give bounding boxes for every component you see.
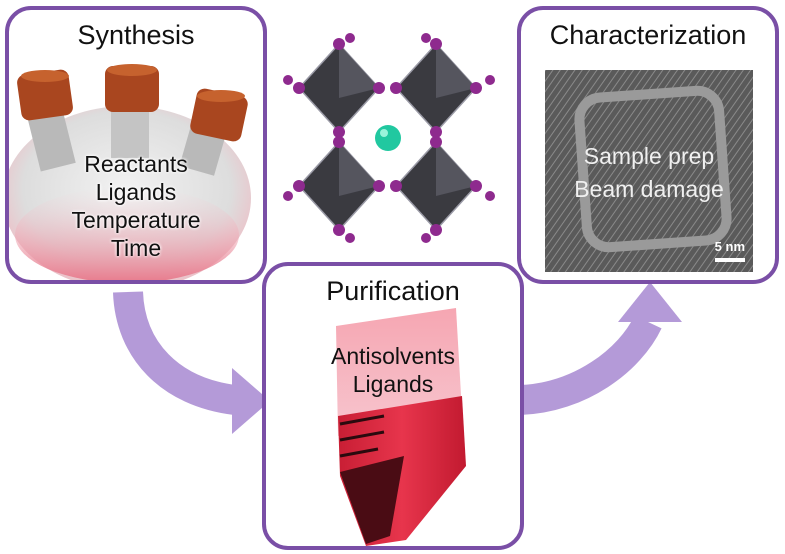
synthesis-title: Synthesis bbox=[77, 20, 195, 50]
tem-notes: Sample prep Beam damage bbox=[545, 140, 753, 206]
centrifuge-tube-image bbox=[336, 308, 466, 546]
note-time: Time bbox=[110, 235, 162, 261]
synthesis-panel: Synthesis Reactants Ligands Temperature … bbox=[5, 6, 267, 284]
note-ligands: Ligands bbox=[95, 179, 177, 205]
three-neck-flask-image bbox=[9, 64, 251, 280]
arrow-synthesis-to-purification bbox=[113, 290, 238, 415]
tem-micrograph-image: Sample prep Beam damage 5 nm bbox=[545, 70, 753, 272]
characterization-title: Characterization bbox=[549, 20, 747, 50]
arrow-synthesis-to-purification-head bbox=[232, 368, 270, 434]
scale-bar bbox=[715, 258, 745, 262]
note-sample-prep: Sample prep bbox=[583, 143, 715, 169]
arrow-purification-to-characterization bbox=[518, 314, 662, 415]
synthesis-notes: Reactants Ligands Temperature Time bbox=[9, 150, 263, 262]
purification-notes: Antisolvents Ligands bbox=[266, 342, 520, 398]
scale-bar-label: 5 nm bbox=[714, 239, 745, 254]
arrow-purification-to-characterization-head bbox=[618, 282, 682, 322]
note-temperature: Temperature bbox=[71, 207, 201, 233]
purification-panel: Purification Antisolvents Ligands bbox=[262, 262, 524, 550]
note-reactants: Reactants bbox=[84, 151, 188, 177]
note-ligands: Ligands bbox=[352, 371, 434, 397]
note-antisolvents: Antisolvents bbox=[330, 343, 455, 369]
note-beam-damage: Beam damage bbox=[574, 176, 724, 202]
characterization-panel: Characterization Sample prep Beam damage… bbox=[517, 6, 779, 284]
purification-title: Purification bbox=[326, 276, 460, 306]
